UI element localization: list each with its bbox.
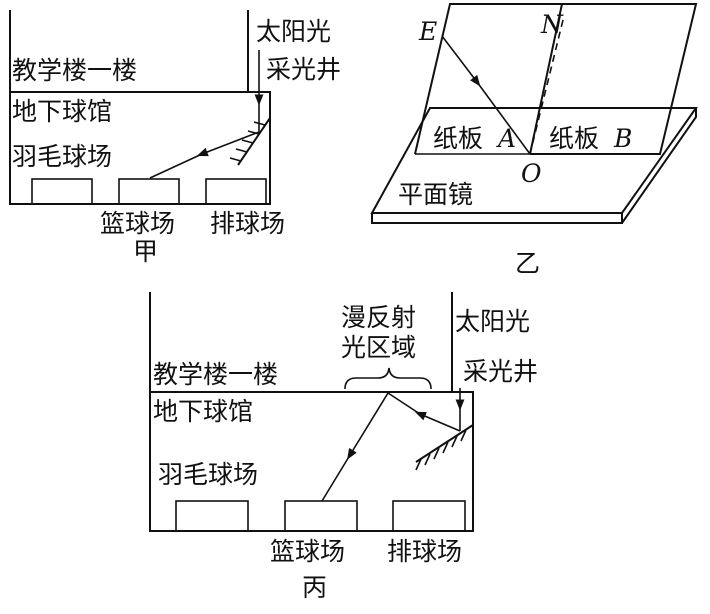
bing-caption: 丙 (302, 573, 327, 602)
jia-sunlight-label: 太阳光 (256, 17, 331, 46)
jia-lightwell-label: 采光井 (266, 55, 341, 84)
yi-point-n: N (540, 10, 564, 39)
jia-badminton-label: 羽毛球场 (12, 142, 112, 171)
bing-building-outline (149, 292, 474, 532)
yi-mirror-label: 平面镜 (398, 180, 473, 209)
bing-volleyball-label: 排球场 (387, 537, 462, 566)
bing-lightwell-label: 采光井 (463, 357, 538, 386)
jia-caption: 甲 (133, 237, 158, 266)
yi-incident-ray (476, 81, 531, 155)
yi-incident-ray-arrow (441, 35, 481, 87)
yi-mirror-thickness (371, 108, 697, 224)
jia-building-outline (9, 10, 271, 205)
bing-diffuse-brace (344, 367, 432, 390)
bing-basketball-label: 篮球场 (270, 537, 345, 566)
bing-up-ray-arrow (414, 411, 461, 432)
jia-volleyball-label: 排球场 (210, 209, 285, 238)
bing-basketball-court (284, 500, 358, 532)
bing-down-ray-arrow (347, 392, 389, 460)
jia-reflected-ray (149, 153, 203, 179)
bing-floor-label: 教学楼一楼 (153, 360, 278, 389)
jia-hall-label: 地下球馆 (12, 97, 112, 126)
panel-bing: 教学楼一楼 地下球馆 羽毛球场 篮球场 排球场 丙 漫反射 光区域 太阳光 采光… (149, 292, 538, 602)
jia-basketball-label: 篮球场 (100, 209, 175, 238)
jia-court-left (31, 178, 93, 205)
yi-board-a-letter: A (496, 124, 516, 153)
panel-jia: 教学楼一楼 地下球馆 羽毛球场 篮球场 排球场 甲 太阳光 采光井 (9, 10, 341, 266)
yi-board-b-letter: B (613, 124, 632, 153)
jia-mirror (237, 117, 271, 166)
bing-volleyball-court (392, 500, 466, 532)
jia-mirror-hatch (229, 121, 266, 162)
yi-point-e: E (418, 17, 437, 46)
bing-diffuse-line2: 光区域 (341, 333, 416, 362)
yi-caption: 乙 (515, 249, 540, 278)
jia-volleyball-court (205, 178, 267, 205)
bing-diffuse-line1: 漫反射 (341, 303, 416, 332)
yi-board-a-text: 纸板 (433, 124, 483, 153)
bing-mirror (415, 424, 474, 463)
bing-up-ray (387, 392, 421, 415)
bing-hall-label: 地下球馆 (153, 397, 253, 426)
jia-reflected-ray-arrow (196, 131, 260, 157)
jia-basketball-court (118, 178, 180, 205)
bing-badminton-label: 羽毛球场 (158, 460, 258, 489)
bing-court-left (175, 500, 249, 532)
bing-mirror-hatch (415, 429, 467, 471)
yi-point-o: O (521, 159, 542, 188)
bing-sunlight-label: 太阳光 (455, 307, 530, 336)
bing-down-ray (321, 454, 351, 502)
yi-board-b-text: 纸板 (549, 124, 599, 153)
panel-yi: E N 纸板 A 纸板 B O 平面镜 乙 (370, 3, 698, 278)
yi-board-a (414, 3, 564, 155)
jia-floor-label: 教学楼一楼 (12, 56, 137, 85)
